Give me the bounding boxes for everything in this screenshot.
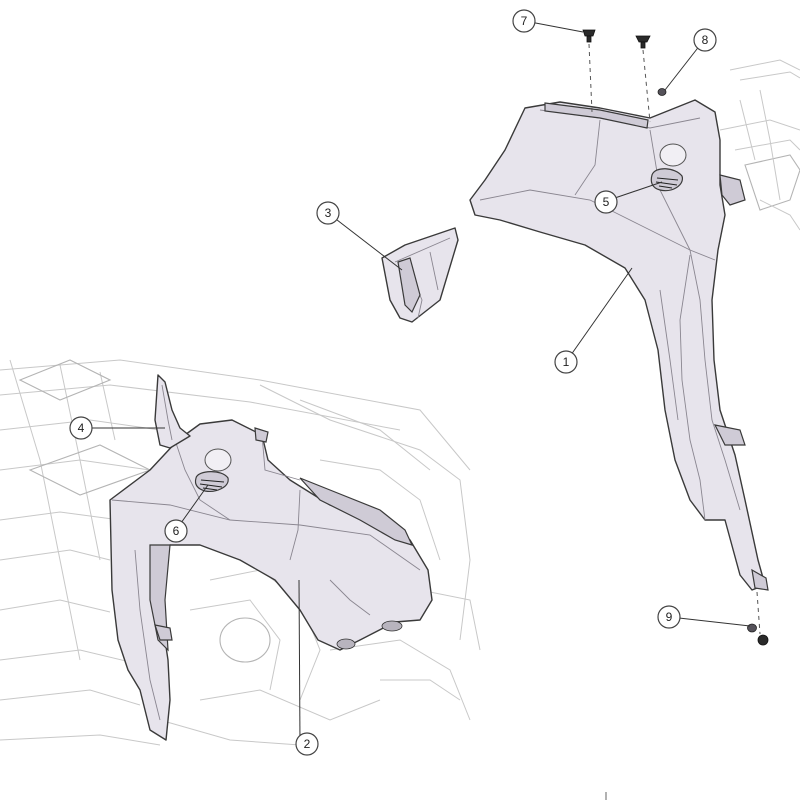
- callout-8-label: 8: [702, 33, 709, 47]
- callout-4-label: 4: [78, 421, 85, 435]
- callout-9-label: 9: [666, 610, 673, 624]
- callout-4: 4: [69, 416, 93, 440]
- vehicle-structure-ghost-right: [719, 59, 800, 231]
- part-3-bracket: [381, 227, 459, 323]
- callout-7-label: 7: [521, 14, 528, 28]
- fastener-bottom: [757, 634, 769, 646]
- callout-3-label: 3: [325, 206, 332, 220]
- part-2-quarter-trim-panel: [109, 419, 433, 741]
- assembly-dashed-lines: [588, 43, 761, 635]
- callout-2-label: 2: [304, 737, 311, 751]
- callout-5: 5: [594, 190, 618, 214]
- callout-5-label: 5: [603, 195, 610, 209]
- callout-1-label: 1: [563, 355, 570, 369]
- leader-lines: [82, 20, 751, 745]
- part-4-pillar-trim: [154, 374, 191, 449]
- callout-6: 6: [164, 519, 188, 543]
- part-5-vent-upper: [650, 168, 684, 192]
- part-7-screw: [582, 29, 596, 43]
- callout-6-label: 6: [173, 524, 180, 538]
- callout-1: 1: [554, 350, 578, 374]
- callout-8: 8: [693, 28, 717, 52]
- screw-upper-right: [635, 35, 651, 49]
- callout-2: 2: [295, 732, 319, 756]
- part-9-nut: [747, 623, 757, 633]
- callout-7: 7: [512, 9, 536, 33]
- part-1-quarter-trim-panel: [469, 99, 769, 591]
- callout-9: 9: [657, 605, 681, 629]
- vehicle-body-structure-ghost: [0, 359, 481, 746]
- part-8-clip: [657, 88, 667, 96]
- callout-3: 3: [316, 201, 340, 225]
